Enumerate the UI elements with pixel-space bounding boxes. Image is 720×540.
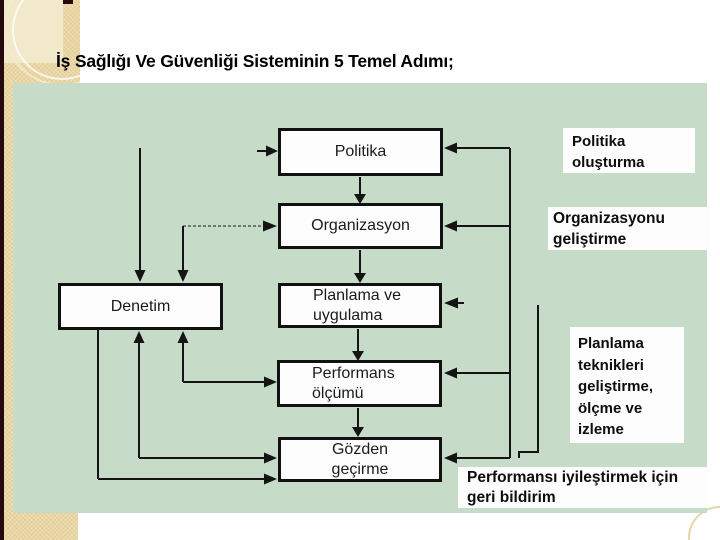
- corner-arc-clip: [0, 0, 80, 83]
- flow-box-performans: Performans ölçümü: [277, 360, 442, 407]
- connector-denetim-to-organizasyon: [177, 220, 277, 282]
- left-accent-stripe: [0, 0, 4, 540]
- annotation-planlama-teknikleri: Planlama teknikleri geliştirme, ölçme ve…: [570, 327, 684, 443]
- connector-organizasyon-to-planlama: [354, 250, 366, 283]
- corner-arc-icon: [4, 0, 80, 83]
- top-left-decoration-block: [0, 0, 80, 83]
- connector-politika-to-organizasyon: [354, 177, 366, 204]
- top-accent-notch: [63, 0, 73, 4]
- bottom-left-decoration-block: [0, 513, 78, 540]
- connector-stub-planlama: [444, 297, 464, 309]
- flow-box-planlama: Planlama ve uygulama: [278, 283, 442, 328]
- flow-box-organizasyon-label: Organizasyon: [311, 217, 410, 234]
- connector-denetim-to-performans: [177, 331, 277, 388]
- connector-feedback-trunk: [444, 142, 511, 464]
- annotation-geri-bildirim: Performansı iyileştirmek için geri bildi…: [458, 467, 708, 508]
- flow-box-gozden-gecirme: Gözden geçirme: [278, 437, 442, 482]
- slide-title: İş Sağlığı Ve Güvenliği Sisteminin 5 Tem…: [56, 51, 454, 71]
- flow-box-planlama-label: Planlama ve uygulama: [313, 286, 402, 324]
- flow-box-organizasyon: Organizasyon: [278, 203, 443, 249]
- connector-feedback-secondary: [518, 305, 539, 458]
- connector-denetim-to-gozden-lower: [97, 330, 277, 485]
- flow-box-denetim: Denetim: [58, 283, 223, 330]
- flow-box-gozden-gecirme-label: Gözden geçirme: [331, 440, 389, 478]
- annotation-organizasyonu-gelistirme: Organizasyonu geliştirme: [548, 207, 710, 250]
- flow-box-denetim-label: Denetim: [110, 297, 171, 315]
- connector-planlama-to-performans: [352, 329, 364, 361]
- annotation-politika-olusturma: Politika oluşturma: [563, 128, 695, 173]
- connector-performans-to-gozden: [352, 408, 364, 437]
- flow-box-politika-label: Politika: [334, 143, 387, 160]
- connector-denetim-to-gozden-upper: [133, 331, 277, 464]
- flow-box-performans-label: Performans ölçümü: [312, 364, 395, 402]
- connector-denetim-to-politika: [134, 145, 278, 282]
- flow-box-politika: Politika: [278, 128, 443, 176]
